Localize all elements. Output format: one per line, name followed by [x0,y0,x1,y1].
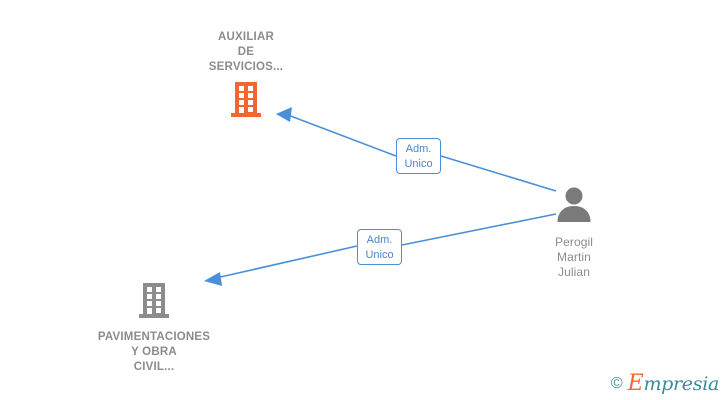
empresia-watermark: © Empresia [611,373,719,395]
node-perogil-martin-julian[interactable]: Perogil Martin Julian [494,184,654,280]
node-label-pavimentaciones: PAVIMENTACIONES Y OBRA CIVIL... [97,331,211,373]
edge-line-perogil-to-pavimentaciones-b [215,245,358,279]
empresia-logo-rest: mpresia [643,373,719,395]
edge-label-adm-unico-auxiliar[interactable]: Adm. Unico [396,138,441,174]
edge-label-adm-unico-pavimentaciones[interactable]: Adm. Unico [357,229,402,265]
building-icon [137,281,171,324]
person-icon [554,184,594,229]
node-pavimentaciones-y-obra-civil[interactable]: PAVIMENTACIONES Y OBRA CIVIL... [74,281,234,375]
node-auxiliar-de-servicios[interactable]: AUXILIAR DE SERVICIOS... [166,30,326,123]
empresia-logo-initial: E [627,371,644,396]
building-icon [229,80,263,123]
node-label-perogil: Perogil Martin Julian [554,235,594,279]
node-label-auxiliar: AUXILIAR DE SERVICIOS... [208,31,284,73]
empresia-logo: Empresia [627,371,720,396]
copyright-icon: © [610,375,623,392]
